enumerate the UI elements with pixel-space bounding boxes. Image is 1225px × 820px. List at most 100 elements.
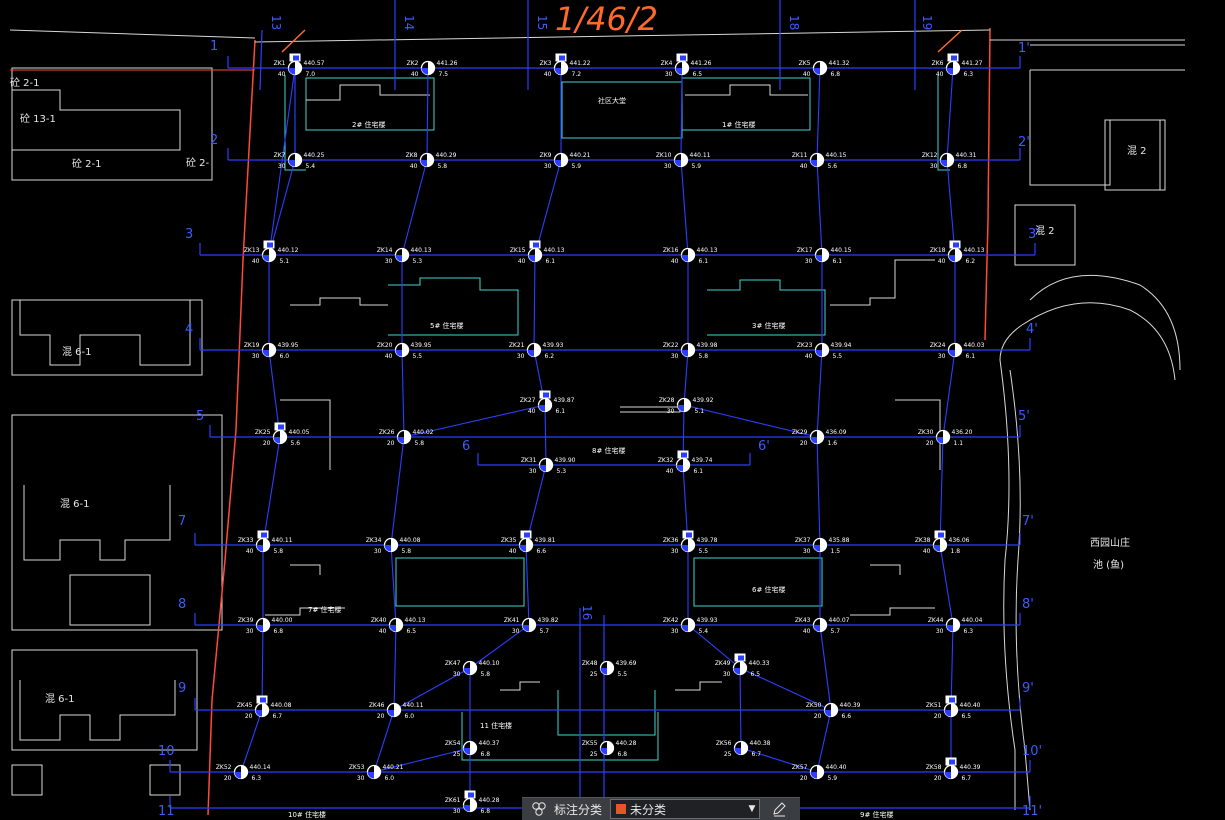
borehole-water-depth: 6.6 [537, 548, 547, 555]
grid-row-label: 11 [158, 804, 175, 819]
borehole-symbol-fill [529, 618, 536, 632]
borehole-water-depth: 6.1 [546, 258, 556, 265]
annotation-category-select[interactable]: 未分类 ▼ [610, 799, 761, 819]
borehole-symbol-fill [280, 430, 287, 444]
borehole-depth: 20 [926, 440, 934, 447]
borehole-water-depth: 1.1 [954, 440, 964, 447]
borehole-symbol-fill [683, 458, 690, 472]
borehole-link [939, 436, 944, 546]
edit-icon[interactable] [768, 799, 790, 819]
borehole-depth: 30 [671, 353, 679, 360]
borehole-elevation: 440.12 [278, 247, 299, 254]
borehole-link [942, 349, 956, 438]
borehole-depth: 40 [803, 628, 811, 635]
borehole-link [390, 544, 397, 626]
borehole-depth: 30 [930, 163, 938, 170]
category-color-swatch [616, 804, 627, 814]
borehole-water-depth: 6.3 [252, 775, 262, 782]
grid-row-label-right: 11' [1022, 804, 1042, 819]
layers-icon[interactable] [528, 798, 550, 820]
borehole-link [401, 159, 428, 256]
borehole-id: ZK5 [799, 60, 811, 67]
building-label: 11 住宅楼 [480, 721, 512, 730]
grid-row-label-right: 4' [1026, 322, 1038, 337]
chevron-down-icon[interactable]: ▼ [748, 804, 756, 814]
borehole-water-depth: 6.7 [273, 713, 283, 720]
borehole-elevation: 440.11 [403, 702, 424, 709]
borehole-water-depth: 7.5 [439, 71, 449, 78]
borehole-id: ZK30 [918, 429, 934, 436]
borehole-depth: 20 [934, 775, 942, 782]
borehole-symbol-quad [944, 710, 951, 717]
borehole-depth: 20 [800, 775, 808, 782]
borehole-link [816, 436, 821, 546]
borehole-symbol-fill [822, 248, 829, 262]
borehole-depth: 20 [245, 713, 253, 720]
borehole-link [816, 709, 832, 773]
drawing-title-mark: 1/46/2 [555, 0, 658, 38]
borehole-symbol-quad [824, 710, 831, 717]
borehole-link [268, 159, 296, 256]
